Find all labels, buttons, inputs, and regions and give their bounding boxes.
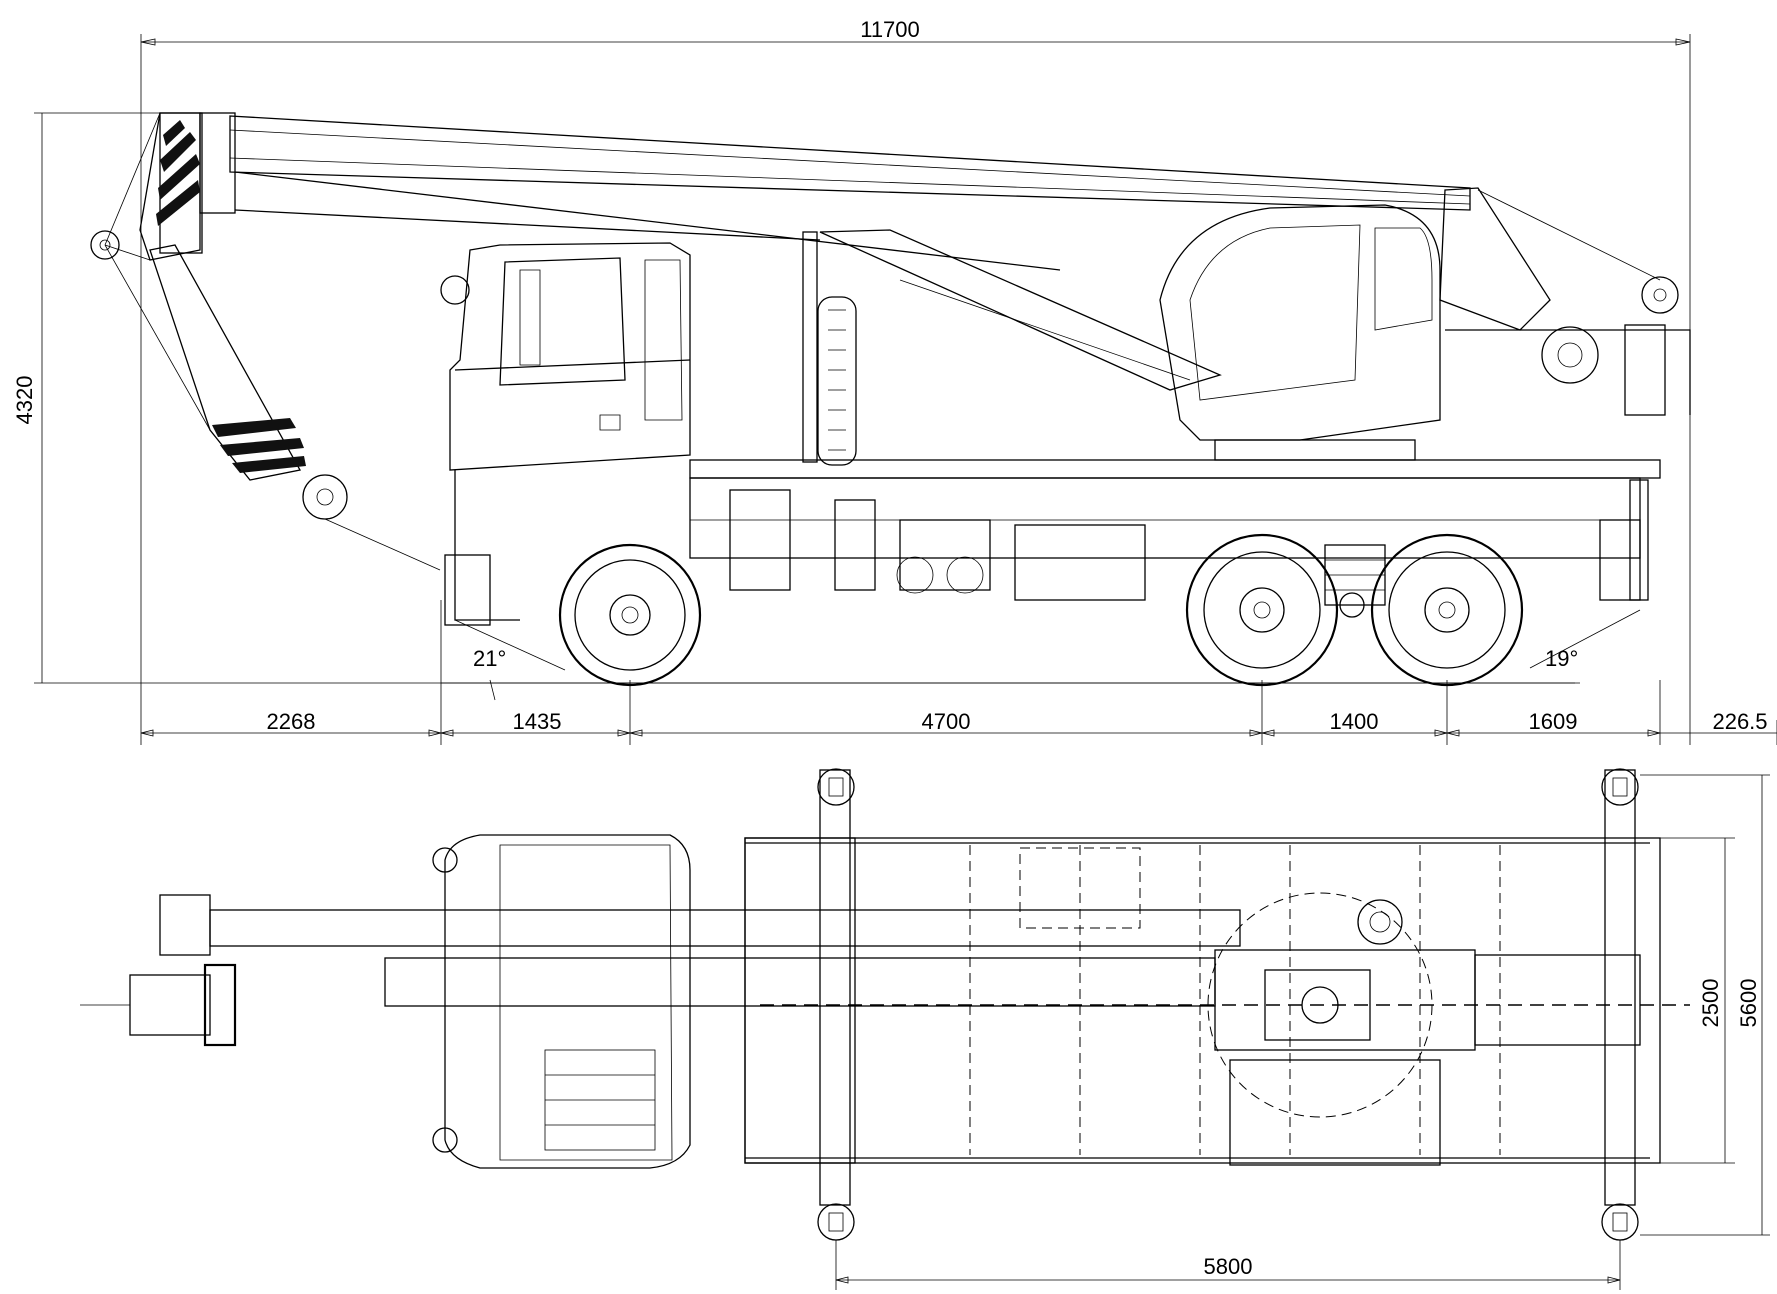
dim-overall-length: 11700 <box>140 17 1691 745</box>
turret <box>1439 187 1691 416</box>
spare-wheel <box>802 231 857 466</box>
departure-angle-label: 19° <box>1545 646 1578 671</box>
rear-wheel <box>1370 533 1524 687</box>
dim-tandem-spacing-label: 1400 <box>1330 709 1379 734</box>
chassis-frame <box>689 459 1661 601</box>
deck-panels <box>969 845 1501 1166</box>
jib-arm <box>104 244 441 571</box>
top-cab <box>432 834 691 1169</box>
front-wheel <box>558 543 702 687</box>
dim-front-to-axle-label: 1435 <box>513 709 562 734</box>
operator-cab <box>1159 204 1441 461</box>
approach-angle-label: 21° <box>473 646 506 671</box>
axle-springs <box>1324 544 1386 618</box>
top-chassis <box>744 837 1690 1164</box>
truck-cab <box>440 242 691 626</box>
top-view: 2500 5600 5800 <box>80 768 1770 1290</box>
boom-head <box>90 112 201 261</box>
dim-rear-extension-label: 226.5 <box>1712 709 1767 734</box>
dim-outrigger-span-label: 5600 <box>1736 979 1761 1028</box>
boom <box>159 112 1471 271</box>
dim-rear-overhang-label: 1609 <box>1529 709 1578 734</box>
dim-outrigger-base-label: 5800 <box>1204 1254 1253 1279</box>
dim-front-overhang-label: 2268 <box>267 709 316 734</box>
side-view: 11700 4320 <box>12 17 1777 745</box>
dim-overall-height-label: 4320 <box>12 376 37 425</box>
dim-outrigger-base: 5800 <box>835 1240 1621 1290</box>
dim-outrigger-span: 5600 <box>1640 774 1770 1236</box>
dim-overall-length-label: 11700 <box>860 17 920 42</box>
lift-cylinder <box>819 229 1222 391</box>
dim-chain-horizontal: 2268 1435 4700 1400 1609 226.5 <box>140 600 1777 745</box>
ground-reference: 21° 19° <box>441 609 1641 701</box>
dim-overall-height: 4320 <box>12 112 1575 684</box>
turntable <box>1207 892 1433 1118</box>
dim-wheelbase-label: 4700 <box>922 709 971 734</box>
dim-track-width: 2500 <box>1660 837 1735 1164</box>
top-boom <box>80 894 1641 1051</box>
dim-track-width-label: 2500 <box>1698 979 1723 1028</box>
